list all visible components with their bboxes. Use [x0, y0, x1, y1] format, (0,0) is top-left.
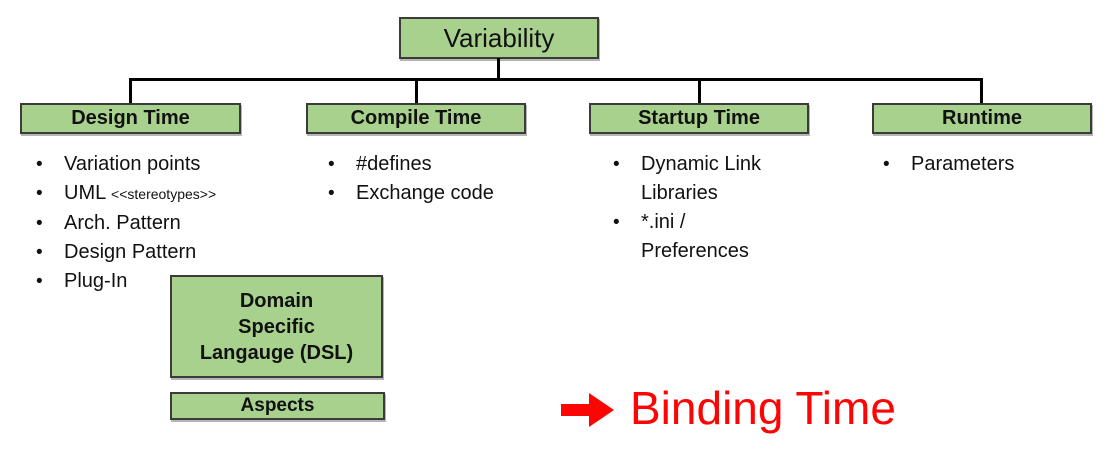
list-item-label: Design Pattern	[64, 241, 197, 263]
bullet-icon: •	[328, 154, 335, 175]
uml-stereotypes-annotation: <<stereotypes>>	[111, 186, 217, 202]
list-runtime: • Parameters	[883, 150, 1093, 179]
binding-time-label: Binding Time	[630, 382, 896, 434]
list-item-label: *.ini / Preferences	[641, 211, 749, 262]
node-compile-time: Compile Time	[306, 103, 526, 134]
node-aspects: Aspects	[170, 392, 385, 420]
list-item-label: Arch. Pattern	[64, 212, 181, 234]
list-item-label: Variation points	[64, 153, 201, 175]
node-variability: Variability	[399, 17, 599, 59]
list-startup-time: • Dynamic Link Libraries • *.ini / Prefe…	[613, 150, 791, 266]
list-item: • Parameters	[883, 150, 1093, 179]
arrow-right-icon	[561, 389, 615, 428]
bullet-icon: •	[328, 183, 335, 204]
bullet-icon: •	[613, 212, 620, 233]
node-domain-specific-language: Domain Specific Langauge (DSL)	[170, 275, 383, 378]
connector-horizontal	[129, 78, 983, 81]
node-runtime: Runtime	[872, 103, 1092, 134]
connector-stub-startup-time	[698, 78, 701, 104]
bullet-icon: •	[613, 154, 620, 175]
list-item-label: #defines	[356, 153, 432, 175]
connector-root-vertical	[497, 58, 500, 81]
bullet-icon: •	[36, 183, 43, 204]
list-item: • Variation points	[36, 150, 306, 179]
list-item: • Arch. Pattern	[36, 209, 306, 238]
list-item: • Design Pattern	[36, 238, 306, 267]
connector-stub-runtime	[980, 78, 983, 104]
list-item: • Plug-In	[36, 267, 306, 296]
list-item-label: UML <<stereotypes>>	[64, 179, 216, 209]
bullet-icon: •	[36, 154, 43, 175]
list-design-time: • Variation points • UML <<stereotypes>>…	[36, 150, 306, 296]
binding-time-annotation: Binding Time	[561, 384, 896, 432]
uml-label: UML	[64, 182, 106, 204]
list-item: • UML <<stereotypes>>	[36, 179, 306, 209]
list-compile-time: • #defines • Exchange code	[328, 150, 558, 208]
list-item-label: Exchange code	[356, 182, 494, 204]
list-item-label: Plug-In	[64, 270, 128, 292]
bullet-icon: •	[883, 154, 890, 175]
list-item: • *.ini / Preferences	[613, 208, 791, 266]
bullet-icon: •	[36, 213, 43, 234]
node-design-time: Design Time	[20, 103, 241, 134]
list-item: • #defines	[328, 150, 558, 179]
list-item: • Dynamic Link Libraries	[613, 150, 791, 208]
connector-stub-design-time	[129, 78, 132, 104]
list-item-label: Parameters	[911, 153, 1015, 175]
connector-stub-compile-time	[415, 78, 418, 104]
bullet-icon: •	[36, 242, 43, 263]
list-item-label: Dynamic Link Libraries	[641, 153, 762, 204]
node-startup-time: Startup Time	[589, 103, 809, 134]
bullet-icon: •	[36, 271, 43, 292]
list-item: • Exchange code	[328, 179, 558, 208]
